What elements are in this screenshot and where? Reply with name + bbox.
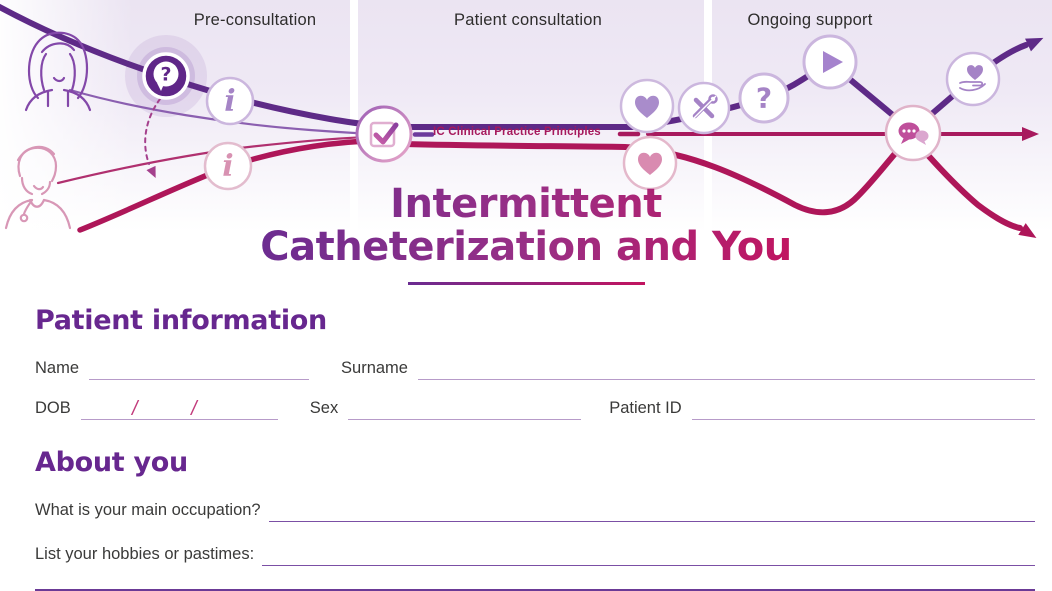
- phase-label-patient-consultation: Patient consultation: [453, 11, 603, 29]
- phase-label-ongoing-support: Ongoing support: [747, 11, 873, 29]
- occupation-field[interactable]: [268, 505, 1035, 522]
- patient-illustration: [24, 31, 92, 112]
- section-heading-about-you: About you: [35, 447, 188, 478]
- form-row-dob-sex-id: DOB / / Sex Patient ID: [35, 398, 1035, 420]
- dashed-arrow: [144, 98, 161, 165]
- tools-icon: [677, 81, 731, 135]
- heart-icon: [622, 135, 678, 191]
- info-icon: i: [203, 141, 253, 191]
- title-underline: [407, 282, 645, 285]
- svg-text:?: ?: [756, 82, 772, 115]
- clinician-illustration: [4, 145, 72, 230]
- question-bubble-icon: ?: [142, 52, 190, 100]
- occupation-label: What is your main occupation?: [35, 501, 261, 519]
- patient-id-field[interactable]: [691, 403, 1035, 420]
- chat-bubbles-icon: [884, 104, 942, 162]
- form-row-hobbies: List your hobbies or pastimes:: [35, 545, 1035, 566]
- section-heading-patient-information: Patient information: [35, 305, 327, 336]
- dob-slash: /: [131, 398, 138, 420]
- patient-id-label: Patient ID: [609, 399, 682, 417]
- form: Patient information Name Surname DOB / /…: [35, 305, 1035, 591]
- dob-label: DOB: [35, 399, 71, 417]
- page-title-line2: Catheterization and You: [260, 224, 792, 271]
- surname-label: Surname: [341, 359, 408, 377]
- svg-text:i: i: [222, 149, 233, 184]
- journey-diagram: ? i i: [0, 3, 1044, 239]
- form-row-name-surname: Name Surname: [35, 359, 1035, 380]
- heart-icon: [619, 78, 675, 134]
- sex-label: Sex: [309, 399, 339, 417]
- hobbies-label: List your hobbies or pastimes:: [35, 545, 255, 563]
- play-icon: [802, 34, 858, 90]
- band-label: IC Clinical Practice Principles: [433, 126, 601, 138]
- form-row-occupation: What is your main occupation?: [35, 501, 1035, 522]
- surname-field[interactable]: [417, 363, 1035, 380]
- question-icon: ?: [738, 72, 790, 124]
- info-icon: i: [205, 76, 255, 126]
- svg-text:?: ?: [160, 64, 171, 86]
- checklist-icon: [355, 105, 413, 163]
- journey-header: ? i i: [0, 0, 1052, 239]
- name-field[interactable]: [89, 363, 310, 380]
- hand-heart-icon: [945, 51, 1001, 107]
- dob-field[interactable]: / /: [80, 398, 278, 420]
- sex-field[interactable]: [348, 403, 582, 420]
- name-label: Name: [35, 359, 80, 377]
- svg-text:i: i: [224, 84, 235, 119]
- phase-label-pre-consultation: Pre-consultation: [193, 11, 317, 29]
- page-title-line1: Intermittent: [390, 181, 662, 227]
- hobbies-field[interactable]: [262, 549, 1035, 566]
- dob-slash: /: [191, 398, 197, 420]
